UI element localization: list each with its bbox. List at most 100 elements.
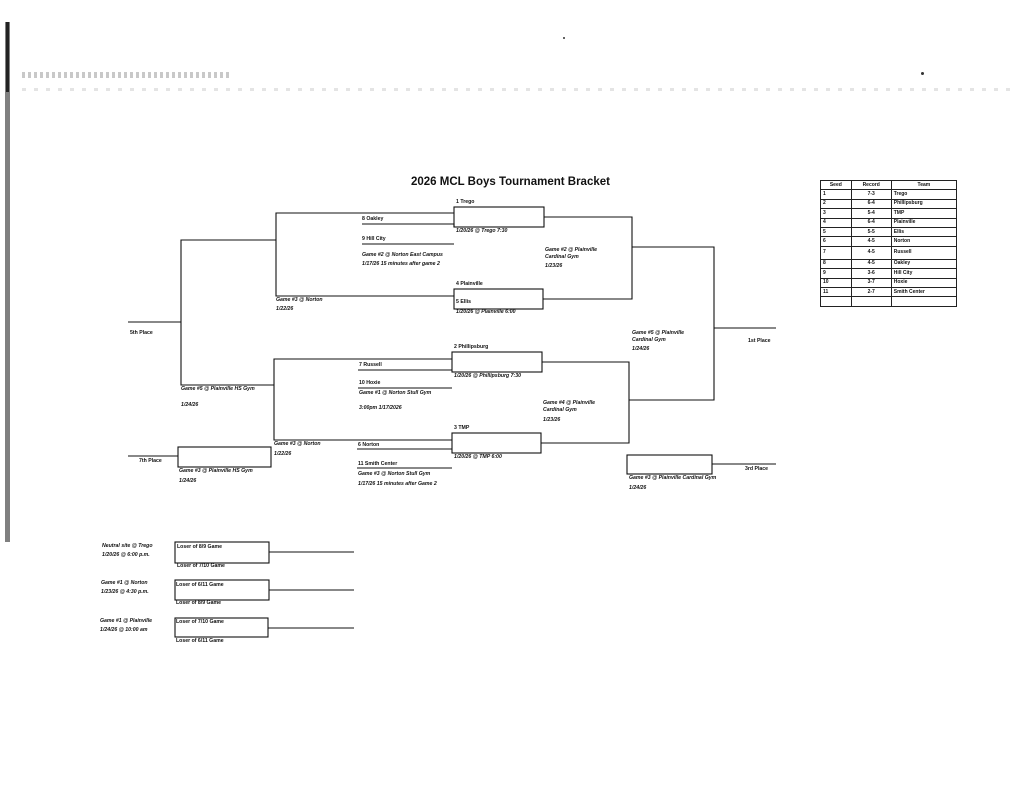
scan-speck	[563, 37, 565, 39]
header-team: Team	[890, 179, 958, 191]
place-label: 7th Place	[139, 458, 162, 464]
scan-noise	[22, 72, 232, 78]
game-date: 1/23/26	[545, 263, 563, 269]
team-label: 3 TMP	[454, 425, 470, 431]
team-label: 5 Ellis	[456, 299, 471, 305]
game-info: Game #2 @ Norton East Campus	[362, 252, 443, 258]
game-info: Game #3 @ Plainville HS Gym	[179, 468, 253, 474]
seed-cell: 2	[820, 198, 852, 210]
game-info: Cardinal Gym	[632, 337, 666, 343]
record-cell: 4-5	[850, 245, 892, 260]
seed-cell: 5	[820, 226, 852, 238]
seed-table-header: Seed Record Team	[820, 179, 958, 191]
seed-cell: 8	[820, 258, 852, 270]
game-info: Game #5 @ Plainville	[632, 330, 685, 336]
place-label: 5th Place	[130, 330, 153, 336]
table-row	[820, 296, 958, 307]
record-cell: 4-5	[850, 258, 892, 270]
team-cell	[890, 296, 958, 307]
team-cell: Ellis	[890, 226, 958, 238]
game-date: 1/20/26 @ Trego 7:30	[456, 228, 508, 234]
scan-speck	[921, 72, 924, 75]
team-cell: TMP	[890, 208, 958, 219]
header-seed: Seed	[820, 179, 852, 191]
team-label: 1 Trego	[456, 199, 475, 205]
team-cell: Phillipsburg	[890, 198, 958, 210]
extra-game-team: Loser of 7/10 Game	[177, 563, 225, 569]
record-cell: 3-6	[850, 268, 892, 279]
game-date: 3:00pm 1/17/2026	[359, 405, 402, 411]
team-cell: Trego	[890, 189, 958, 200]
team-label: 10 Hoxie	[359, 380, 381, 386]
extra-game-team: Loser of 8/9 Game	[176, 600, 221, 606]
game-info: Game #1 @ Norton Stull Gym	[359, 390, 432, 396]
extra-game-team: Loser of 8/9 Game	[177, 544, 222, 550]
semi-connector	[543, 216, 633, 300]
scan-edge	[5, 22, 10, 542]
scan-edge-dark	[6, 22, 9, 92]
team-cell: Smith Center	[890, 286, 958, 298]
seed-cell: 11	[820, 286, 852, 298]
game-info: Game #2 @ Plainville	[545, 247, 598, 253]
game-info: Cardinal Gym	[545, 254, 579, 260]
record-cell: 7-3	[850, 189, 892, 200]
team-cell: Oakley	[890, 258, 958, 270]
extra-game-team: Loser of 6/11 Game	[176, 638, 224, 644]
place-label: 1st Place	[748, 338, 771, 344]
record-cell: 6-4	[850, 217, 892, 228]
team-label: 9 Hill City	[362, 236, 386, 242]
game-date: 1/22/26	[274, 451, 292, 457]
record-cell: 4-5	[850, 236, 892, 247]
game-info: Cardinal Gym	[543, 407, 577, 413]
extra-game-time: 1/24/26 @ 10:00 am	[100, 627, 148, 633]
game-info: Game #4 @ Plainville	[543, 400, 596, 406]
team-label: 2 Phillipsburg	[454, 344, 489, 350]
record-cell: 5-5	[850, 226, 892, 238]
team-cell: Hoxie	[890, 277, 958, 288]
game-date: 1/17/26 15 minutes after game 2	[362, 261, 440, 267]
seed-cell	[820, 296, 852, 307]
header-record: Record	[850, 179, 892, 191]
game-info: Game #5 @ Plainville HS Gym	[181, 386, 255, 392]
team-cell: Russell	[890, 245, 958, 260]
record-cell: 6-4	[850, 198, 892, 210]
scan-noise-line	[22, 88, 1012, 91]
extra-game-team: Loser of 6/11 Game	[176, 582, 224, 588]
record-cell: 2-7	[850, 286, 892, 298]
game-info: Game #3 @ Plainville Cardinal Gym	[629, 475, 717, 481]
extra-game-time: 1/23/26 @ 4:30 p.m.	[101, 589, 149, 595]
extra-game-site: Neutral site @ Trego	[102, 543, 153, 549]
seed-cell: 6	[820, 236, 852, 247]
extra-game-site: Game #1 @ Norton	[101, 580, 148, 586]
seed-cell: 7	[820, 245, 852, 260]
game-date: 1/17/26 15 minutes after Game 2	[358, 481, 437, 487]
game-date: 1/24/26	[181, 402, 199, 408]
game-date: 1/23/26	[543, 417, 561, 423]
team-cell: Norton	[890, 236, 958, 247]
extra-game-team: Loser of 7/10 Game	[176, 619, 224, 625]
place-label: 3rd Place	[745, 466, 769, 472]
record-cell: 3-7	[850, 277, 892, 288]
team-cell: Hill City	[890, 268, 958, 279]
team-label: 7 Russell	[359, 362, 382, 368]
team-cell: Plainville	[890, 217, 958, 228]
game-info: Game #3 @ Norton	[274, 441, 321, 447]
extra-game-time: 1/20/26 @ 6:00 p.m.	[102, 552, 150, 558]
page-title: 2026 MCL Boys Tournament Bracket	[411, 176, 610, 188]
extra-game-site: Game #1 @ Plainville	[100, 618, 153, 624]
matchup-box	[453, 206, 545, 228]
game-date: 1/22/26	[276, 306, 294, 312]
record-cell: 5-4	[850, 208, 892, 219]
game-info: Game #3 @ Norton Stull Gym	[358, 471, 431, 477]
